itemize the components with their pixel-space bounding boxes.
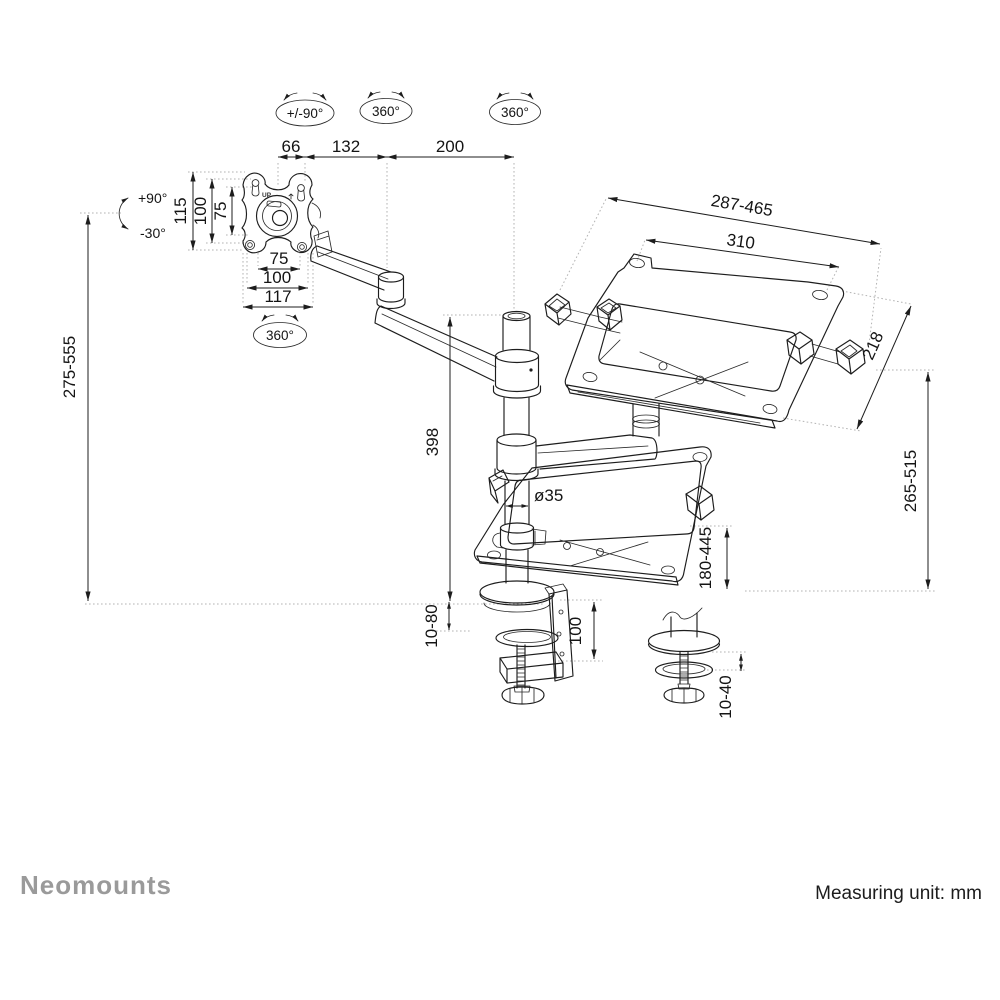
- grommet-ring: [654, 661, 714, 679]
- dim-label-117: 117: [264, 287, 291, 306]
- lower-collar-knob: [492, 522, 547, 551]
- dim-label-180-445: 180-445: [696, 527, 715, 589]
- dim-label-pole-diameter: ø35: [534, 486, 563, 505]
- dim-label-10-80: 10-80: [422, 604, 441, 647]
- pole-base-disc: [479, 580, 555, 613]
- tilt-up-label: +90°: [138, 190, 167, 206]
- laptop-tray-arm: [535, 403, 660, 470]
- pole-rotation-label: 360°: [501, 105, 529, 120]
- elbow-rotation-label: 360°: [372, 104, 400, 119]
- dim-label-200: 200: [436, 137, 464, 156]
- monitor-arm: [310, 245, 498, 382]
- dim-label-115: 115: [171, 197, 190, 224]
- tray-under-linkage: [599, 339, 749, 399]
- pole-rotation-indicator: 360°: [489, 92, 541, 125]
- elbow-rotation-indicator: 360°: [359, 91, 413, 124]
- tray-side-clamps-left: [544, 293, 623, 334]
- tray-rest-panel: [598, 303, 797, 392]
- measuring-unit-note: Measuring unit: mm: [815, 883, 982, 904]
- dim-label-100-vertical: 100: [191, 197, 210, 225]
- dim-label-66: 66: [282, 137, 301, 156]
- tray-side-clamps-right: [786, 331, 866, 375]
- clamp-threaded-rod: [516, 644, 526, 689]
- dim-label-75-horizontal: 75: [270, 249, 289, 268]
- tilt-indicator: +90° -30°: [118, 190, 167, 241]
- head-swivel-label: +/-90°: [287, 106, 324, 121]
- head-swivel-indicator: +/-90°: [275, 92, 335, 127]
- dimension-labels: 66 132 200 115 100 75 75 100 117 275-555…: [60, 137, 920, 719]
- dim-label-310: 310: [725, 230, 756, 253]
- dim-label-132: 132: [332, 137, 360, 156]
- dim-label-100-horizontal: 100: [263, 268, 291, 287]
- vesa-hub-hole: [271, 209, 289, 227]
- mid-collar: [494, 433, 539, 482]
- up-arrow-icon: [288, 193, 294, 200]
- dim-label-265-515: 265-515: [901, 450, 920, 512]
- elbow-joint: [376, 271, 406, 310]
- dim-label-218: 218: [859, 329, 888, 363]
- laptop-tray-lower: [473, 446, 715, 586]
- grommet-knob: [663, 687, 705, 704]
- upper-collar: [492, 348, 542, 399]
- grommet-mount: [647, 607, 721, 704]
- up-label: UP: [262, 192, 272, 199]
- dim-label-10-40: 10-40: [716, 675, 735, 718]
- tilt-down-label: -30°: [140, 225, 166, 241]
- vesa-rotation-label: 360°: [266, 328, 294, 343]
- vesa-plate: UP: [241, 172, 333, 258]
- vesa-hub-outer: [255, 194, 299, 238]
- dim-label-275-555: 275-555: [60, 336, 79, 398]
- desk-clamp: [495, 583, 574, 705]
- dim-label-75-vertical: 75: [211, 202, 230, 221]
- dim-label-287-465: 287-465: [710, 191, 775, 220]
- dimension-lines: [85, 154, 931, 672]
- dim-label-398: 398: [423, 428, 442, 456]
- vesa-corner-holes: [244, 239, 308, 253]
- vesa-keyhole-slots: [251, 179, 306, 202]
- clamp-knob: [501, 686, 545, 705]
- brand-logo: Neomounts: [20, 870, 172, 900]
- dim-label-100-clamp: 100: [566, 617, 585, 645]
- rotation-indicators: +/-90° 360° 360° 360° +90° -30°: [118, 91, 541, 348]
- lower-tray-linkage: [559, 539, 651, 567]
- grommet-threaded-rod: [679, 651, 689, 685]
- extension-lines: [80, 163, 935, 671]
- clamp-pad-ring: [495, 628, 559, 648]
- laptop-tray-upper: [544, 253, 866, 429]
- vesa-rotation-indicator: 360°: [253, 314, 307, 348]
